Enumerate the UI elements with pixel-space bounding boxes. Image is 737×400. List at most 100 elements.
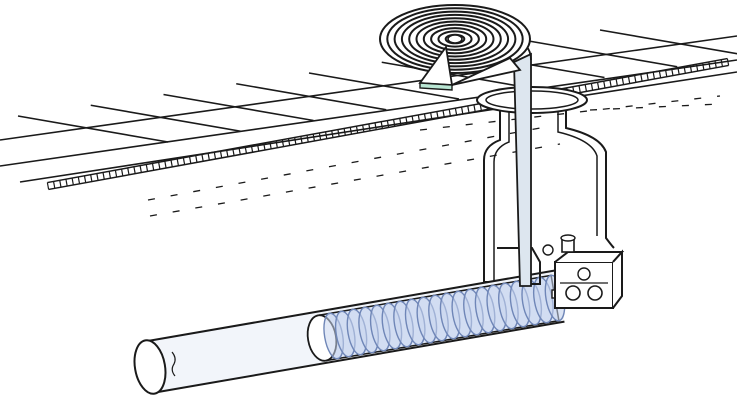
grid-line-cross-7 [527,39,678,68]
edge-tick [158,162,161,170]
edge-tick [634,75,637,83]
edge-tick [386,120,390,128]
strip-reel [379,4,531,91]
pipe-crack-line [171,351,176,377]
machine-wheel-right [587,285,603,301]
reel-stand-right [451,56,522,86]
edge-tick [646,73,649,81]
edge-tick [120,168,124,177]
edge-tick [349,127,353,135]
edge-tick [448,109,452,117]
edge-tick [331,130,334,138]
edge-tick [374,122,377,130]
edge-tick [263,142,266,151]
edge-tick [300,136,303,144]
shaft-wall-right-inner [557,110,598,236]
edge-tick [615,78,618,86]
grid-line-cross-1 [90,104,241,133]
edge-tick [411,115,414,124]
edge-tick [182,157,186,165]
pipe-edge-bottom [154,320,565,394]
edge-tick [405,117,408,125]
reel-turn [386,7,524,71]
edge-tick [720,59,724,67]
edge-tick [664,69,668,77]
edge-tick [244,146,248,154]
edge-tick [170,159,173,168]
shaft-wall-left [483,108,501,282]
grid-line-long-0 [0,35,737,141]
edge-tick [96,173,99,181]
ground-grid [0,29,737,183]
edge-tick [176,158,180,166]
edge-tick [324,131,328,139]
soil-dash-1 [149,143,561,217]
edge-tick [467,105,470,113]
edge-tick [609,79,612,87]
edge-tick [71,177,74,186]
edge-tick [399,118,402,126]
edge-tick [195,155,198,163]
edge-tick [238,147,241,155]
edge-tick [430,112,433,120]
spiral-liner [306,274,566,362]
winding-machine [497,234,625,309]
edge-tick [275,140,278,148]
edge-tick [671,68,674,76]
ground-edge [46,57,730,217]
edge-tick [232,148,235,156]
edge-tick [52,181,56,189]
edge-tick [139,165,142,173]
reel-base [419,82,453,91]
edge-tick [695,64,699,72]
grid-line-cross-2 [163,93,314,122]
edge-tick [454,108,458,116]
soil-dash-0 [147,127,541,201]
edge-tick [460,106,464,115]
edge-tick [689,65,693,73]
edge-tick [683,66,686,74]
edge-tick [337,129,340,137]
edge-tick [714,60,717,68]
edge-tick [708,61,711,69]
machine-gear [577,267,591,281]
edge-tick [46,182,50,190]
edge-tick [145,164,149,172]
edge-tick [578,85,581,93]
edge-tick [343,128,346,136]
edge-tick [102,172,105,180]
grid-line-long-1 [0,59,737,167]
grid-line-cross-5 [381,61,532,90]
edge-tick [281,139,285,147]
edge-tick [151,163,155,171]
reel-turn [437,30,473,48]
edge-tick [114,170,118,178]
edge-tick [621,77,625,85]
edge-tick [355,126,359,134]
edge-tick [188,156,192,164]
reel-turn [408,17,502,61]
edge-tick [702,62,705,71]
soil-dash-2 [419,95,721,131]
machine-wheel-left [565,285,581,301]
edge-tick [83,175,87,183]
edge-tick [640,74,643,82]
access-manhole [476,86,615,283]
edge-tick [164,161,167,169]
reel-hub [447,34,463,44]
edge-tick [318,132,322,140]
machine-side [612,249,623,309]
grid-line-cross-0 [17,115,169,143]
edge-tick [473,104,476,112]
edge-tick [219,150,223,158]
edge-tick [287,138,291,146]
grid-line-cross-3 [236,82,387,111]
edge-tick [250,145,254,153]
edge-tick [677,67,680,75]
edge-tick [312,133,316,142]
edge-tick [306,135,309,143]
machine-roller [542,244,554,256]
edge-tick [256,144,260,152]
shaft-wall-left-inner [493,110,510,282]
